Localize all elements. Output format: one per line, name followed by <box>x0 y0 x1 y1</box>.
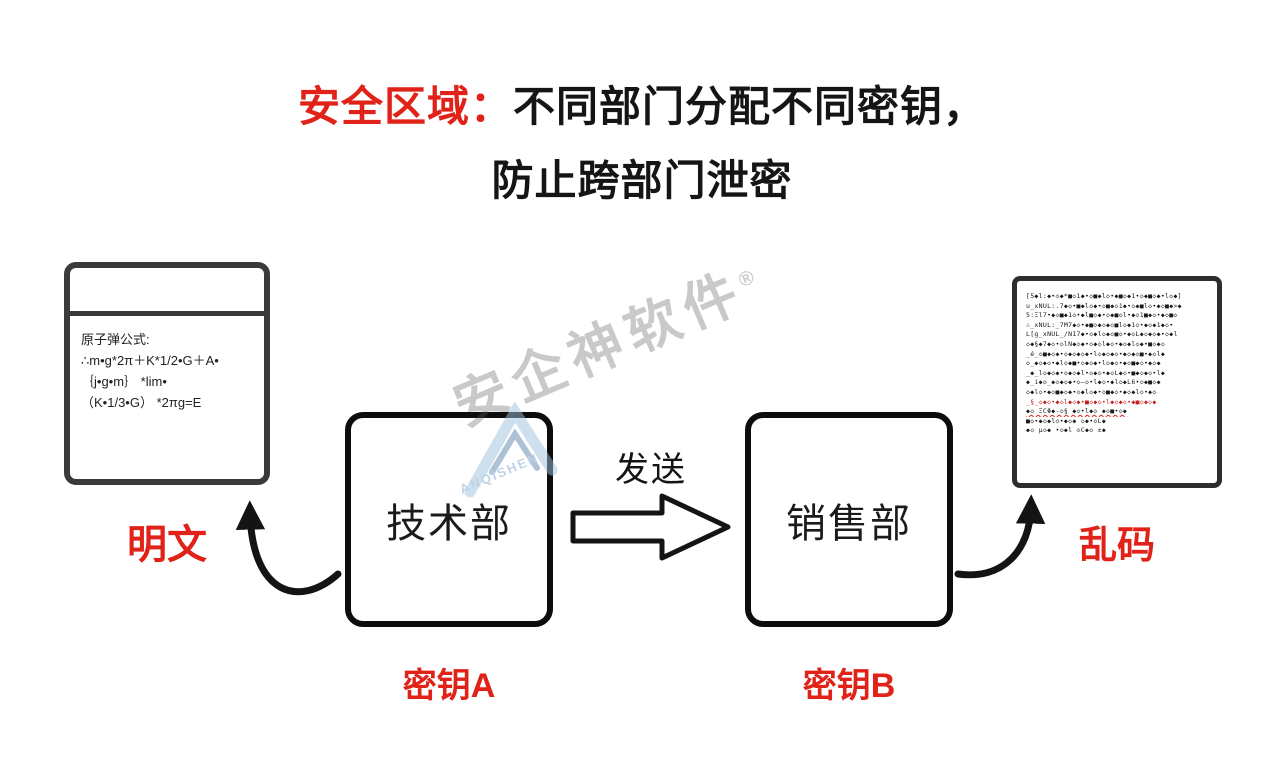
sales-dept-box: 销售部 <box>745 412 953 627</box>
garbled-label: 乱码 <box>1078 525 1155 567</box>
garbled-line: _é_◇■◆◇◆•◇◆◇◆◇◆•l◇◆◇◆◇•◆◇◆◇■•◆◇l◆ <box>1026 349 1166 358</box>
document-body: 原子弹公式: ∴m•g*2π＋K*1/2•G＋A• ｛j•g•m｝ *lim• … <box>70 316 264 426</box>
title-highlight: 安全区域： <box>297 83 513 130</box>
garbled-line: _◆_l◇◆◇◆•◇◆◇◆l•◇◆◇•◆◇L◆◇•■◆◇◆◇•l◆ <box>1026 368 1166 377</box>
garbled-line: 5:Ξl7•◆◇■◆1◇•◆l■◇◆•◇◆■◇l•◆◇1■◆◇•◆◇■◇ <box>1026 311 1178 320</box>
garbled-line: ■◇•◆◇◆l◇•◆◇◆ ◇◆•◇L◆ <box>1026 416 1107 425</box>
formula-line: （K•1/3•G） *2πg=E <box>81 395 202 410</box>
formula-line: ∴m•g*2π＋K*1/2•G＋A• <box>81 353 219 368</box>
garbled-line: ◆_i◆◇_◆◇◆◇◆•◇–◇•l◆◇•◆l◇◆L6•◇◆■◇◆ <box>1026 378 1161 387</box>
title-line-1: 安全区域：不同部门分配不同密钥， <box>0 70 1284 144</box>
watermark-brand: 安企神软件 <box>445 260 755 438</box>
registered-mark: ® <box>735 266 758 293</box>
garbled-line: L[g_xNUL_/N17◆•◇◆l◇◆◇■◇•◆◇L◆◇◆◇◆•◇◆l <box>1026 330 1178 339</box>
garbled-line: ◆◇ µ◇◆ •◇◆l ◇C◆◇ ±◆ <box>1026 426 1107 435</box>
garbled-line: [5◆l:◆•◇◆*■◇1◆•◇■◆l◇•◆■◇◆1•◇◆■◇◆•l◇◆] <box>1026 292 1182 300</box>
garbled-line: ◇◆l◇•◆◇■◆◇◆•◇◆l◇◆•◇■◆◇•◆◇◆l◇•◆◇ <box>1026 387 1157 396</box>
document-header-bar <box>70 268 264 316</box>
garbled-text: [5◆l:◆•◇◆*■◇1◆•◇■◆l◇•◆■◇◆1•◇◆■◇◆•l◇◆] u_… <box>1026 292 1208 436</box>
send-arrow <box>570 493 731 561</box>
watermark-text: 安企神软件® <box>440 241 770 441</box>
ciphertext-document: [5◆l:◆•◇◆*■◇1◆•◇■◆l◇•◆■◇◆1•◇◆■◇◆•l◇◆] u_… <box>1012 276 1222 488</box>
page-title: 安全区域：不同部门分配不同密钥， 防止跨部门泄密 <box>0 70 1284 218</box>
garbled-line: u_xNUL:.7◆◇•■◆l◇◆•◇■◆◇1◆•◇◆■l◇•◆◇■◆>◆ <box>1026 301 1182 310</box>
key-b-label: 密钥B <box>802 667 896 705</box>
send-label: 发送 <box>615 451 687 489</box>
garbled-line: ◇◆§◆7◆◇•◇lN◆◇◆•◇◆◇l◆◇•◆◇◆l◇◆•■◇◆◇ <box>1026 339 1166 348</box>
tech-dept-label: 技术部 <box>386 501 512 546</box>
garbled-line: ∴_xNUL:_7M7◆◇•◆■◇◆◇◆◇■l◇◆1◇•◆◇◆1◆◇• <box>1026 320 1174 329</box>
plaintext-document: 原子弹公式: ∴m•g*2π＋K*1/2•G＋A• ｛j•g•m｝ *lim• … <box>64 262 270 485</box>
formula-heading: 原子弹公式: <box>81 332 150 347</box>
garbled-line: ◆◇ ΞCΦ◆-◇§ ◆◇•l◆◇ ◆◇■•◇◆ <box>1026 407 1128 416</box>
tech-dept-box: 技术部 <box>345 412 553 627</box>
garbled-line: ◇_◆◇◆◇•◆l◇◆■•◇◆◇◆•l◇◆◇•◆◇■◆◇•◆◇◆ <box>1026 359 1161 368</box>
title-line-2: 防止跨部门泄密 <box>491 157 793 204</box>
key-a-label: 密钥A <box>402 667 496 705</box>
title-rest: 不同部门分配不同密钥， <box>513 83 987 130</box>
formula-line: ｛j•g•m｝ *lim• <box>81 374 167 389</box>
sales-dept-label: 销售部 <box>786 501 912 546</box>
garbled-line: _§_◇◆◇•◆◇l◆◇◆•■◇◆◇•l◆◇◆◇•◆■◇◆◇◆ <box>1026 397 1157 406</box>
plaintext-label: 明文 <box>127 523 207 567</box>
